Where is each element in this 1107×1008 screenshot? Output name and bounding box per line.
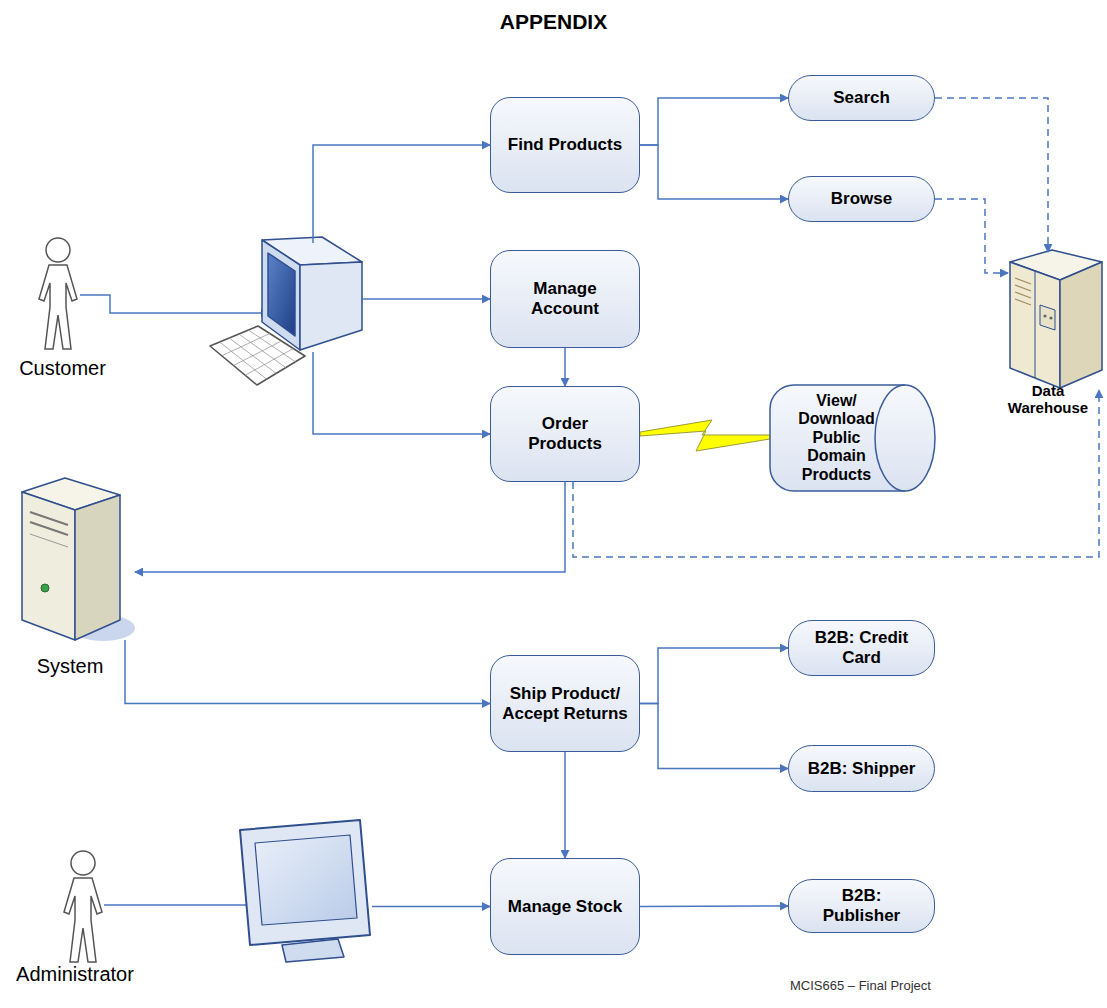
actor-icon: Data Warehouse — [1003, 248, 1105, 426]
flow-connector — [640, 98, 788, 145]
node-label: Manage Stock — [508, 897, 622, 917]
customer-wire — [80, 295, 268, 313]
customer-computer — [210, 237, 362, 385]
process-box: Find Products — [490, 97, 640, 193]
diagram-title: APPENDIX — [0, 10, 1107, 34]
service-pill: Browse — [788, 176, 935, 222]
actor-label: System — [10, 655, 130, 678]
flow-connector — [125, 640, 490, 704]
keyboard-key-line — [234, 341, 282, 366]
keyboard-key-line — [222, 334, 270, 356]
node-label: Order Products — [510, 414, 620, 453]
data-warehouse-icon — [1010, 250, 1102, 388]
node-label: B2B: Credit Card — [812, 628, 912, 667]
lightning-connector — [640, 420, 770, 451]
customer-figure — [39, 238, 77, 349]
flow-connector — [640, 145, 788, 199]
node-label: B2B: Shipper — [808, 759, 916, 779]
service-pill: B2B: Credit Card — [788, 620, 935, 676]
service-pill: B2B: Shipper — [788, 745, 935, 792]
node-label: Ship Product/ Accept Returns — [500, 684, 630, 723]
flow-connector — [640, 905, 788, 907]
flow-connector — [362, 298, 490, 300]
download-outline-path — [770, 385, 935, 491]
administrator-wire — [104, 904, 262, 906]
actor-label: Data Warehouse — [1003, 382, 1093, 416]
service-pill: Search — [788, 75, 935, 121]
process-box: Manage Stock — [490, 858, 640, 955]
diagram-caption: MCIS665 – Final Project — [790, 978, 931, 993]
actor-icon: System — [10, 485, 135, 685]
node-label: View/ Download Public Domain Products — [791, 392, 883, 484]
node-label: Find Products — [508, 135, 622, 155]
flow-connector — [640, 704, 788, 769]
actor-icon: Customer — [5, 235, 362, 385]
actor-icon: Administrator — [5, 820, 372, 985]
actor-label: Administrator — [5, 963, 145, 986]
process-box: Manage Account — [490, 250, 640, 348]
flow-connector — [564, 348, 566, 386]
node-label: Manage Account — [510, 279, 620, 318]
server-icon — [22, 478, 135, 641]
node-label: Browse — [831, 189, 892, 209]
process-box: Order Products — [490, 386, 640, 482]
service-pill: B2B: Publisher — [788, 879, 935, 932]
flow-connector — [135, 482, 565, 572]
administrator-figure — [64, 851, 102, 962]
node-label: Search — [833, 88, 890, 108]
flow-connector — [640, 648, 788, 704]
actor-label: Customer — [5, 357, 120, 380]
keyboard-key-line — [245, 349, 293, 376]
flow-connector — [313, 352, 490, 434]
data-flow-connector — [935, 199, 1008, 273]
process-box: Ship Product/ Accept Returns — [490, 655, 640, 752]
data-flow-connector — [935, 98, 1048, 252]
download-shape: View/ Download Public Domain Products — [770, 385, 935, 491]
download-outline-path — [875, 385, 905, 491]
administrator-monitor — [240, 820, 370, 962]
flow-connector — [372, 906, 490, 908]
flow-connector — [564, 752, 566, 858]
node-label: B2B: Publisher — [812, 886, 912, 925]
flow-connector — [313, 145, 490, 243]
